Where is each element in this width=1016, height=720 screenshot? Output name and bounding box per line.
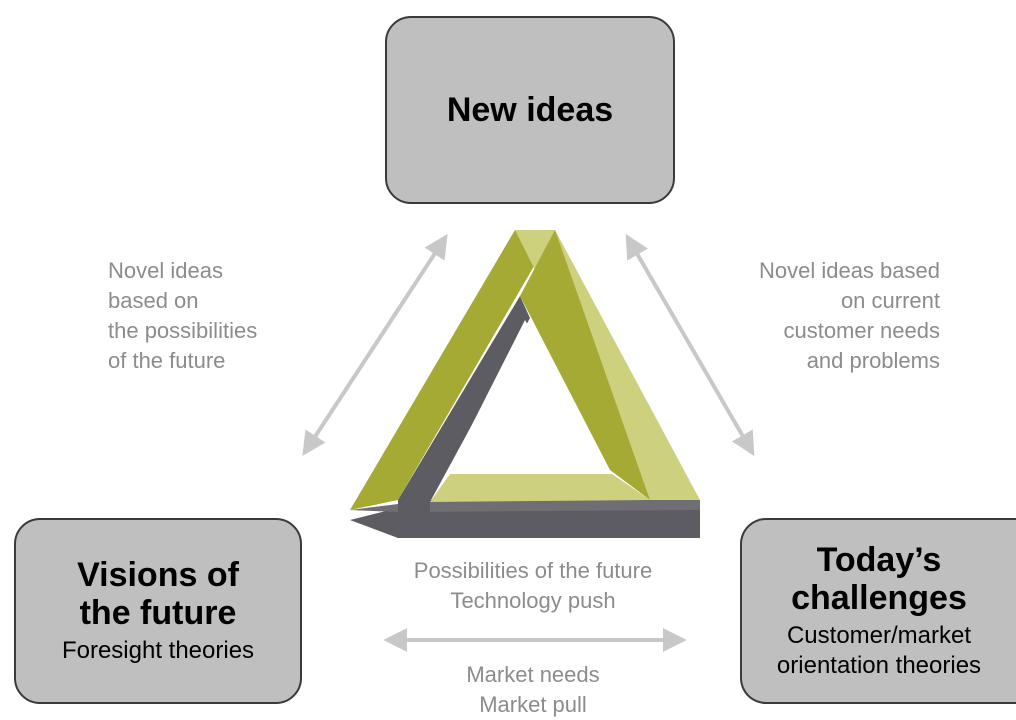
- right-note: Novel ideas based on current customer ne…: [759, 256, 940, 376]
- pull-line2: Market pull: [479, 692, 587, 717]
- challenges-subtitle-line1: Customer/market: [786, 622, 972, 649]
- right-note-line: Novel ideas based: [758, 258, 940, 283]
- pull-line1: Market needs: [466, 662, 600, 687]
- right-note-line: and problems: [806, 348, 940, 373]
- new-ideas-title: New ideas: [446, 91, 614, 129]
- right-note-line: on current: [840, 288, 940, 313]
- new-ideas-box: New ideas: [385, 16, 675, 204]
- left-note-line: Novel ideas: [108, 258, 223, 283]
- push-line1: Possibilities of the future: [413, 558, 653, 583]
- left-diagonal-arrow: [302, 233, 448, 457]
- visions-title-line2: the future: [79, 594, 237, 632]
- todays-challenges-box: Today’s challenges Customer/market orien…: [740, 518, 1016, 704]
- visions-title-line1: Visions of: [77, 556, 239, 594]
- visions-of-the-future-box: Visions of the future Foresight theories: [14, 518, 302, 704]
- challenges-subtitle-line2: orientation theories: [776, 652, 982, 679]
- right-note-line: customer needs: [783, 318, 940, 343]
- right-diagonal-arrow: [625, 233, 755, 457]
- challenges-title-line1: Today’s: [816, 541, 942, 579]
- technology-push-label: Possibilities of the future Technology p…: [388, 556, 678, 616]
- left-note-line: the possibilities: [108, 318, 258, 343]
- left-note-line: based on: [108, 288, 199, 313]
- challenges-title-line2: challenges: [791, 579, 967, 617]
- visions-subtitle: Foresight theories: [61, 637, 255, 664]
- penrose-triangle-icon: [350, 230, 700, 538]
- market-pull-label: Market needs Market pull: [388, 660, 678, 720]
- left-note-line: of the future: [108, 348, 226, 373]
- left-note: Novel ideas based on the possibilities o…: [108, 256, 257, 376]
- push-line2: Technology push: [450, 588, 616, 613]
